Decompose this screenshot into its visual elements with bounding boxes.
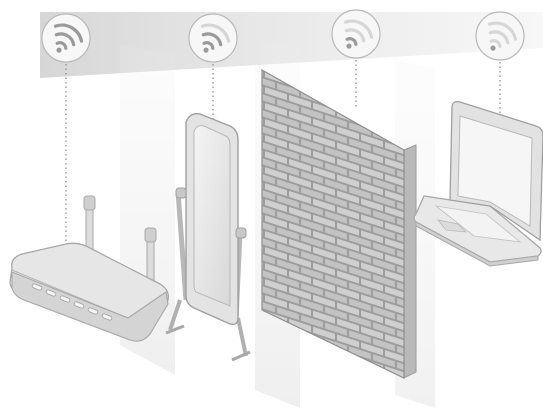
wifi-badge-mirror bbox=[189, 14, 237, 62]
wifi-badge-router bbox=[42, 14, 90, 62]
wifi-badge-wall bbox=[332, 10, 380, 58]
wifi-badge-laptop bbox=[476, 12, 524, 60]
mirror-glass bbox=[194, 126, 230, 306]
standing-mirror bbox=[166, 114, 250, 360]
brick-wall-side bbox=[404, 145, 416, 378]
